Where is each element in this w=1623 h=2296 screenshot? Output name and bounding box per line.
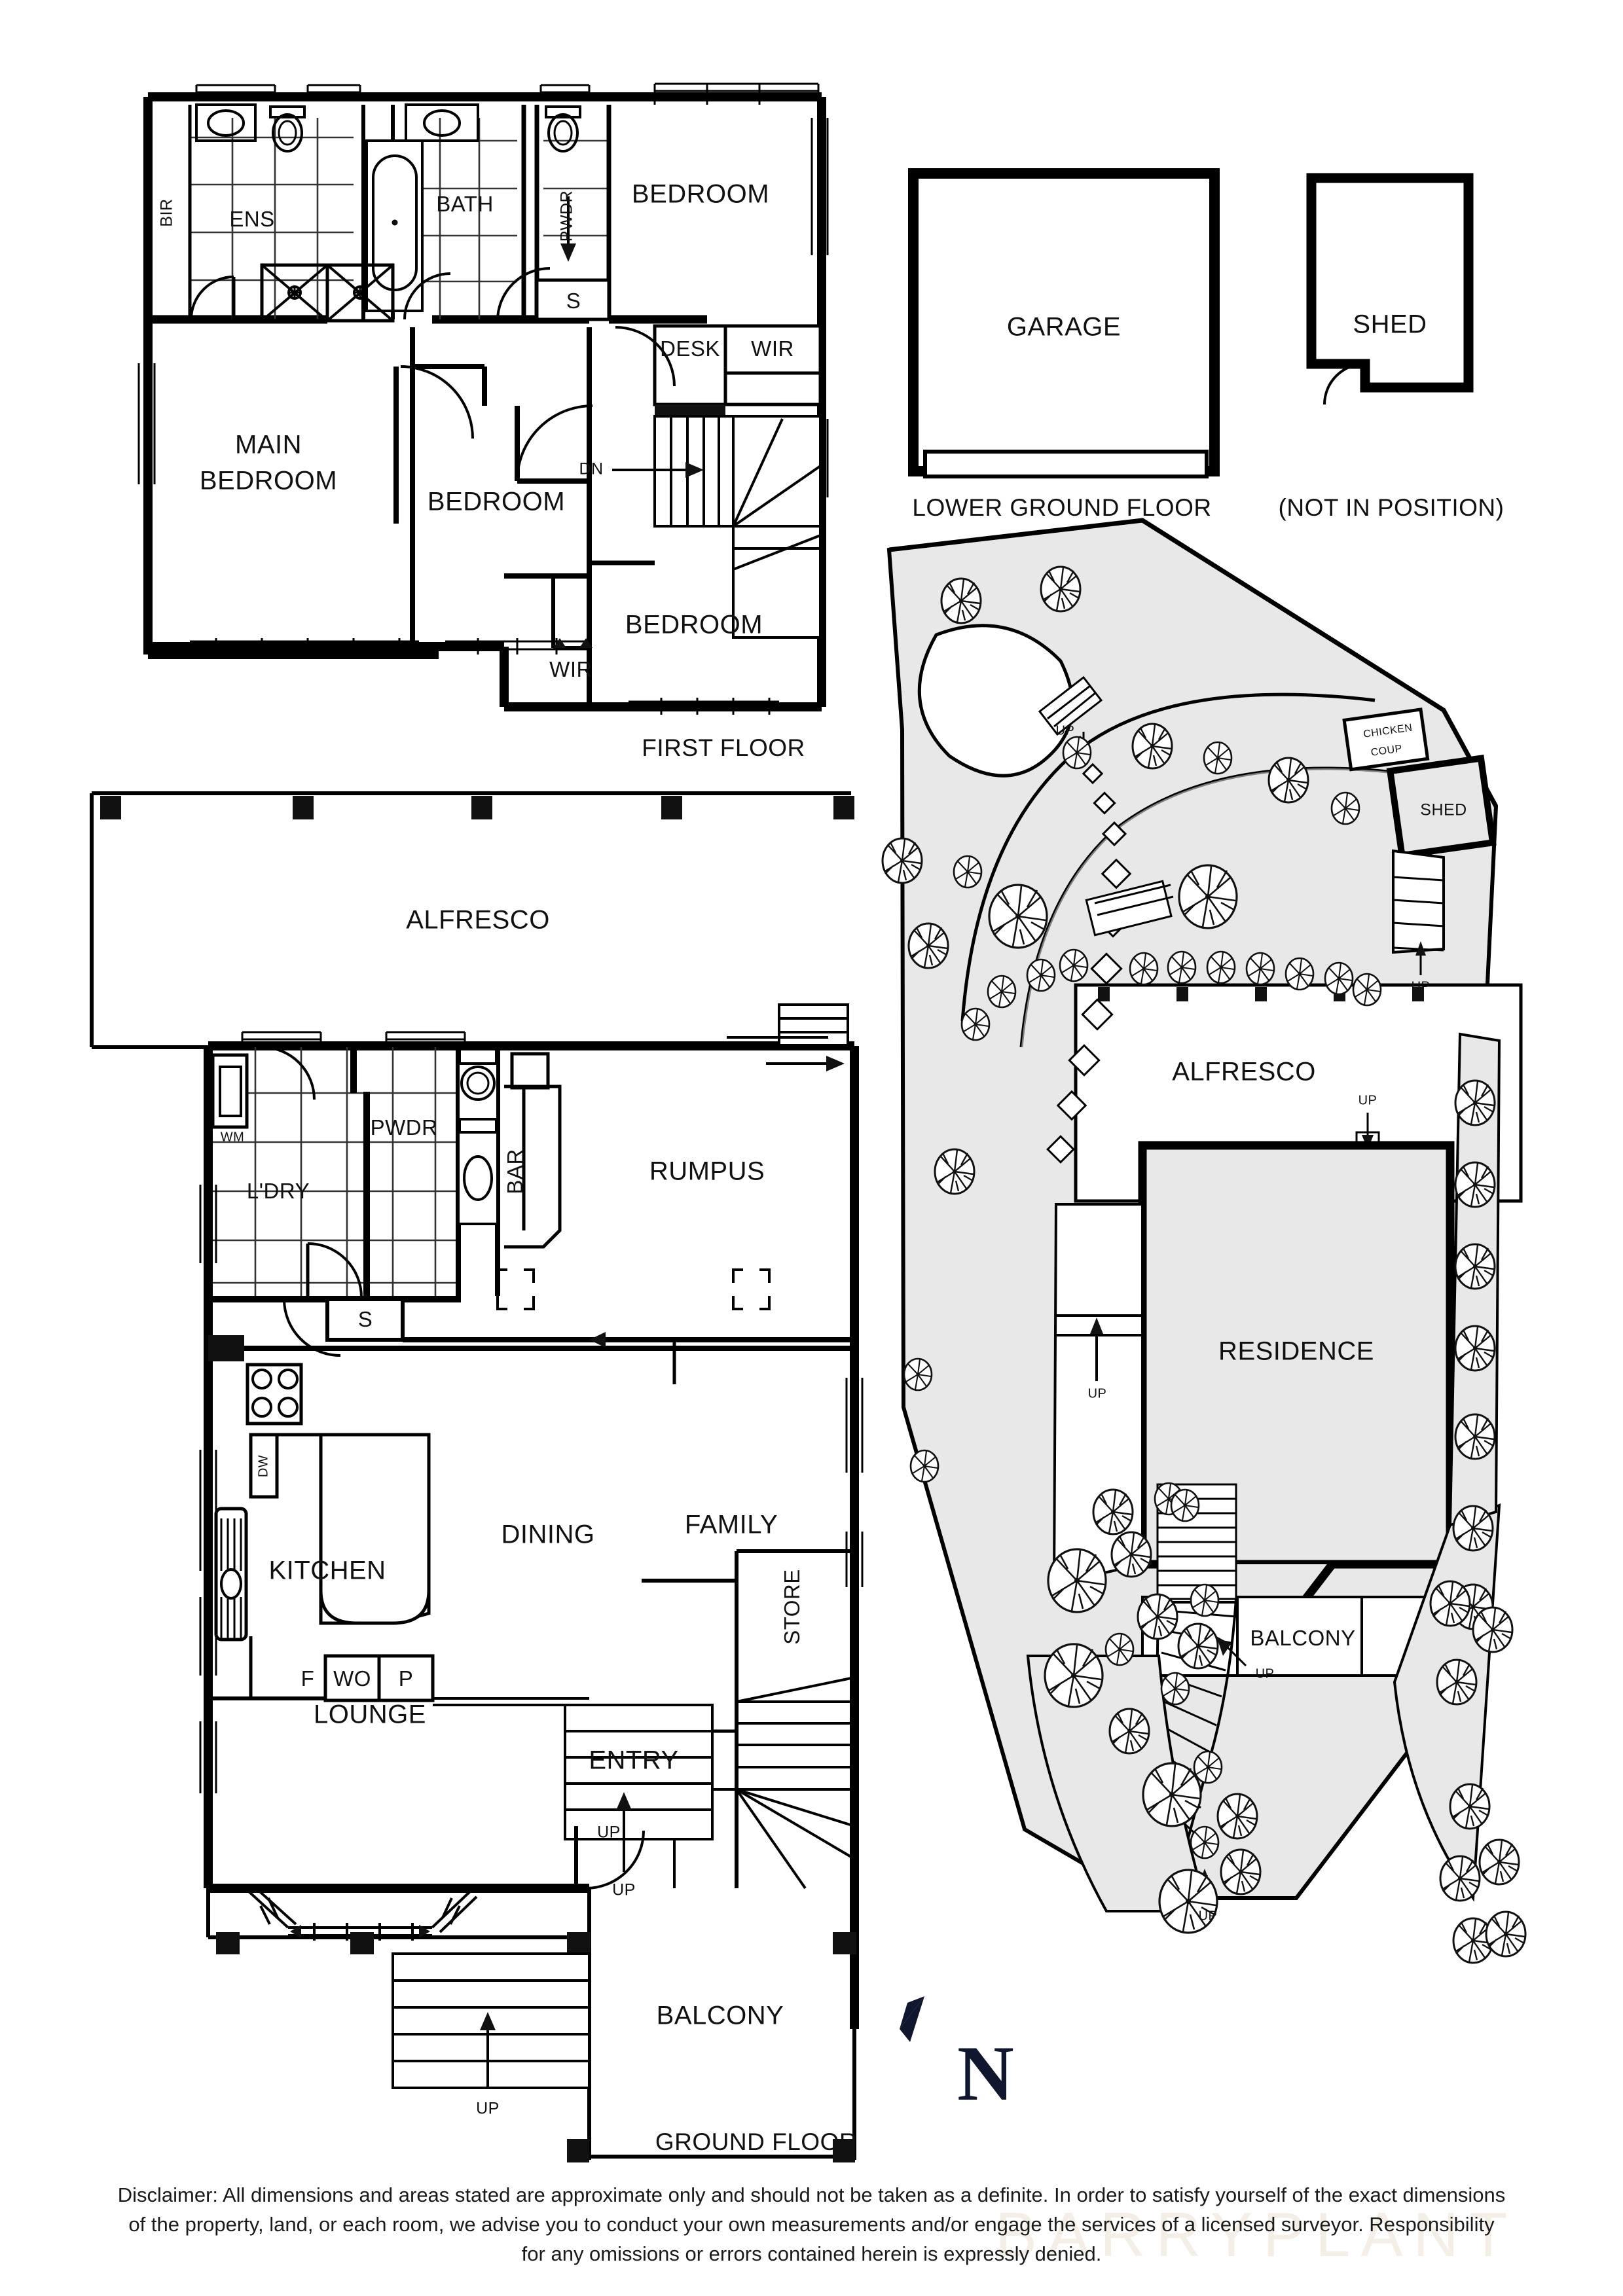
room-label-bar: BAR bbox=[503, 1149, 527, 1194]
site-label-up-west: UP bbox=[1087, 1386, 1107, 1401]
shed-plan-vector bbox=[1306, 173, 1474, 405]
room-label-ens: ENS bbox=[229, 207, 275, 231]
room-label-desk: DESK bbox=[660, 336, 720, 361]
room-label-bedroom-upper: BEDROOM bbox=[631, 179, 770, 209]
room-label-main-bedroom-line1: MAIN bbox=[235, 430, 302, 459]
stair-label-up-entry: UP bbox=[597, 1823, 621, 1842]
site-label-shed: SHED bbox=[1420, 800, 1467, 819]
disclaimer-line-3: for any omissions or errors contained he… bbox=[521, 2242, 1102, 2265]
room-label-bedroom-right: BEDROOM bbox=[625, 610, 763, 639]
appliance-label-dw: DW bbox=[256, 1454, 271, 1478]
site-label-residence: RESIDENCE bbox=[1218, 1336, 1374, 1366]
plan-caption-shed-note: (NOT IN POSITION) bbox=[1278, 494, 1504, 521]
site-label-up-front-stairs: UP bbox=[1255, 1666, 1275, 1681]
room-label-store: STORE bbox=[780, 1569, 804, 1645]
north-letter: N bbox=[957, 2030, 1014, 2117]
site-plan-vector bbox=[881, 518, 1527, 1964]
site-label-up-shed-stairs: UP bbox=[1411, 979, 1431, 994]
room-label-entry: ENTRY bbox=[589, 1746, 679, 1775]
room-label-pwdr: PWDR bbox=[557, 190, 576, 242]
north-arrow-icon bbox=[900, 1996, 924, 2042]
room-label-rumpus: RUMPUS bbox=[649, 1157, 765, 1186]
room-label-bir: BIR bbox=[157, 198, 176, 227]
disclaimer-line-2: of the property, land, or each room, we … bbox=[128, 2212, 1495, 2236]
first-floor-plan bbox=[137, 82, 829, 715]
site-label-alfresco: ALFRESCO bbox=[1172, 1057, 1316, 1086]
room-label-family: FAMILY bbox=[684, 1510, 778, 1539]
north-indicator: N bbox=[900, 1994, 1057, 2144]
room-label-dining: DINING bbox=[501, 1520, 595, 1549]
room-label-wir-lower: WIR bbox=[549, 657, 593, 681]
disclaimer-line-1: Disclaimer: All dimensions and areas sta… bbox=[117, 2183, 1506, 2206]
room-label-kitchen: KITCHEN bbox=[268, 1556, 386, 1585]
disclaimer-block: Disclaimer: All dimensions and areas sta… bbox=[52, 2181, 1571, 2269]
room-label-bedroom-mid: BEDROOM bbox=[427, 487, 566, 516]
room-label-pwdr-ground: PWDR bbox=[370, 1115, 438, 1139]
appliance-label-fridge: F bbox=[301, 1666, 315, 1691]
room-label-ldry: L'DRY bbox=[246, 1179, 310, 1203]
appliance-label-wall-oven: WO bbox=[333, 1666, 371, 1691]
plan-caption-ground-floor: GROUND FLOOR bbox=[655, 2128, 858, 2155]
appliance-label-pantry: P bbox=[398, 1666, 414, 1691]
ground-floor-plan bbox=[90, 791, 864, 2162]
plan-caption-lower-ground: LOWER GROUND FLOOR bbox=[912, 494, 1212, 521]
room-label-shed-detached: SHED bbox=[1353, 310, 1427, 339]
site-label-up-top: UP bbox=[1055, 723, 1075, 738]
room-label-shower-s: S bbox=[566, 289, 581, 313]
appliance-label-wm: WM bbox=[220, 1130, 245, 1145]
site-label-balcony: BALCONY bbox=[1250, 1626, 1356, 1650]
room-label-lounge: LOUNGE bbox=[314, 1700, 426, 1729]
stair-label-dn: DN bbox=[579, 459, 604, 478]
room-label-shower-s-ground: S bbox=[357, 1307, 373, 1331]
stair-label-up-mid: UP bbox=[612, 1880, 636, 1899]
plan-caption-first-floor: FIRST FLOOR bbox=[642, 734, 805, 761]
room-label-bath: BATH bbox=[436, 192, 494, 216]
stair-label-up-balcony: UP bbox=[476, 2099, 500, 2118]
room-label-main-bedroom-line2: BEDROOM bbox=[199, 466, 338, 495]
brand-watermark: BARRYPLANT bbox=[995, 2200, 1518, 2270]
room-label-wir-upper: WIR bbox=[751, 336, 794, 361]
room-label-alfresco-ground: ALFRESCO bbox=[406, 905, 550, 935]
lower-ground-garage-plan bbox=[908, 168, 1220, 478]
site-label-up-path: UP bbox=[1198, 1909, 1218, 1924]
room-label-garage: GARAGE bbox=[1006, 312, 1122, 342]
room-label-balcony-ground: BALCONY bbox=[656, 2001, 784, 2030]
site-label-up-alfresco: UP bbox=[1358, 1093, 1377, 1108]
